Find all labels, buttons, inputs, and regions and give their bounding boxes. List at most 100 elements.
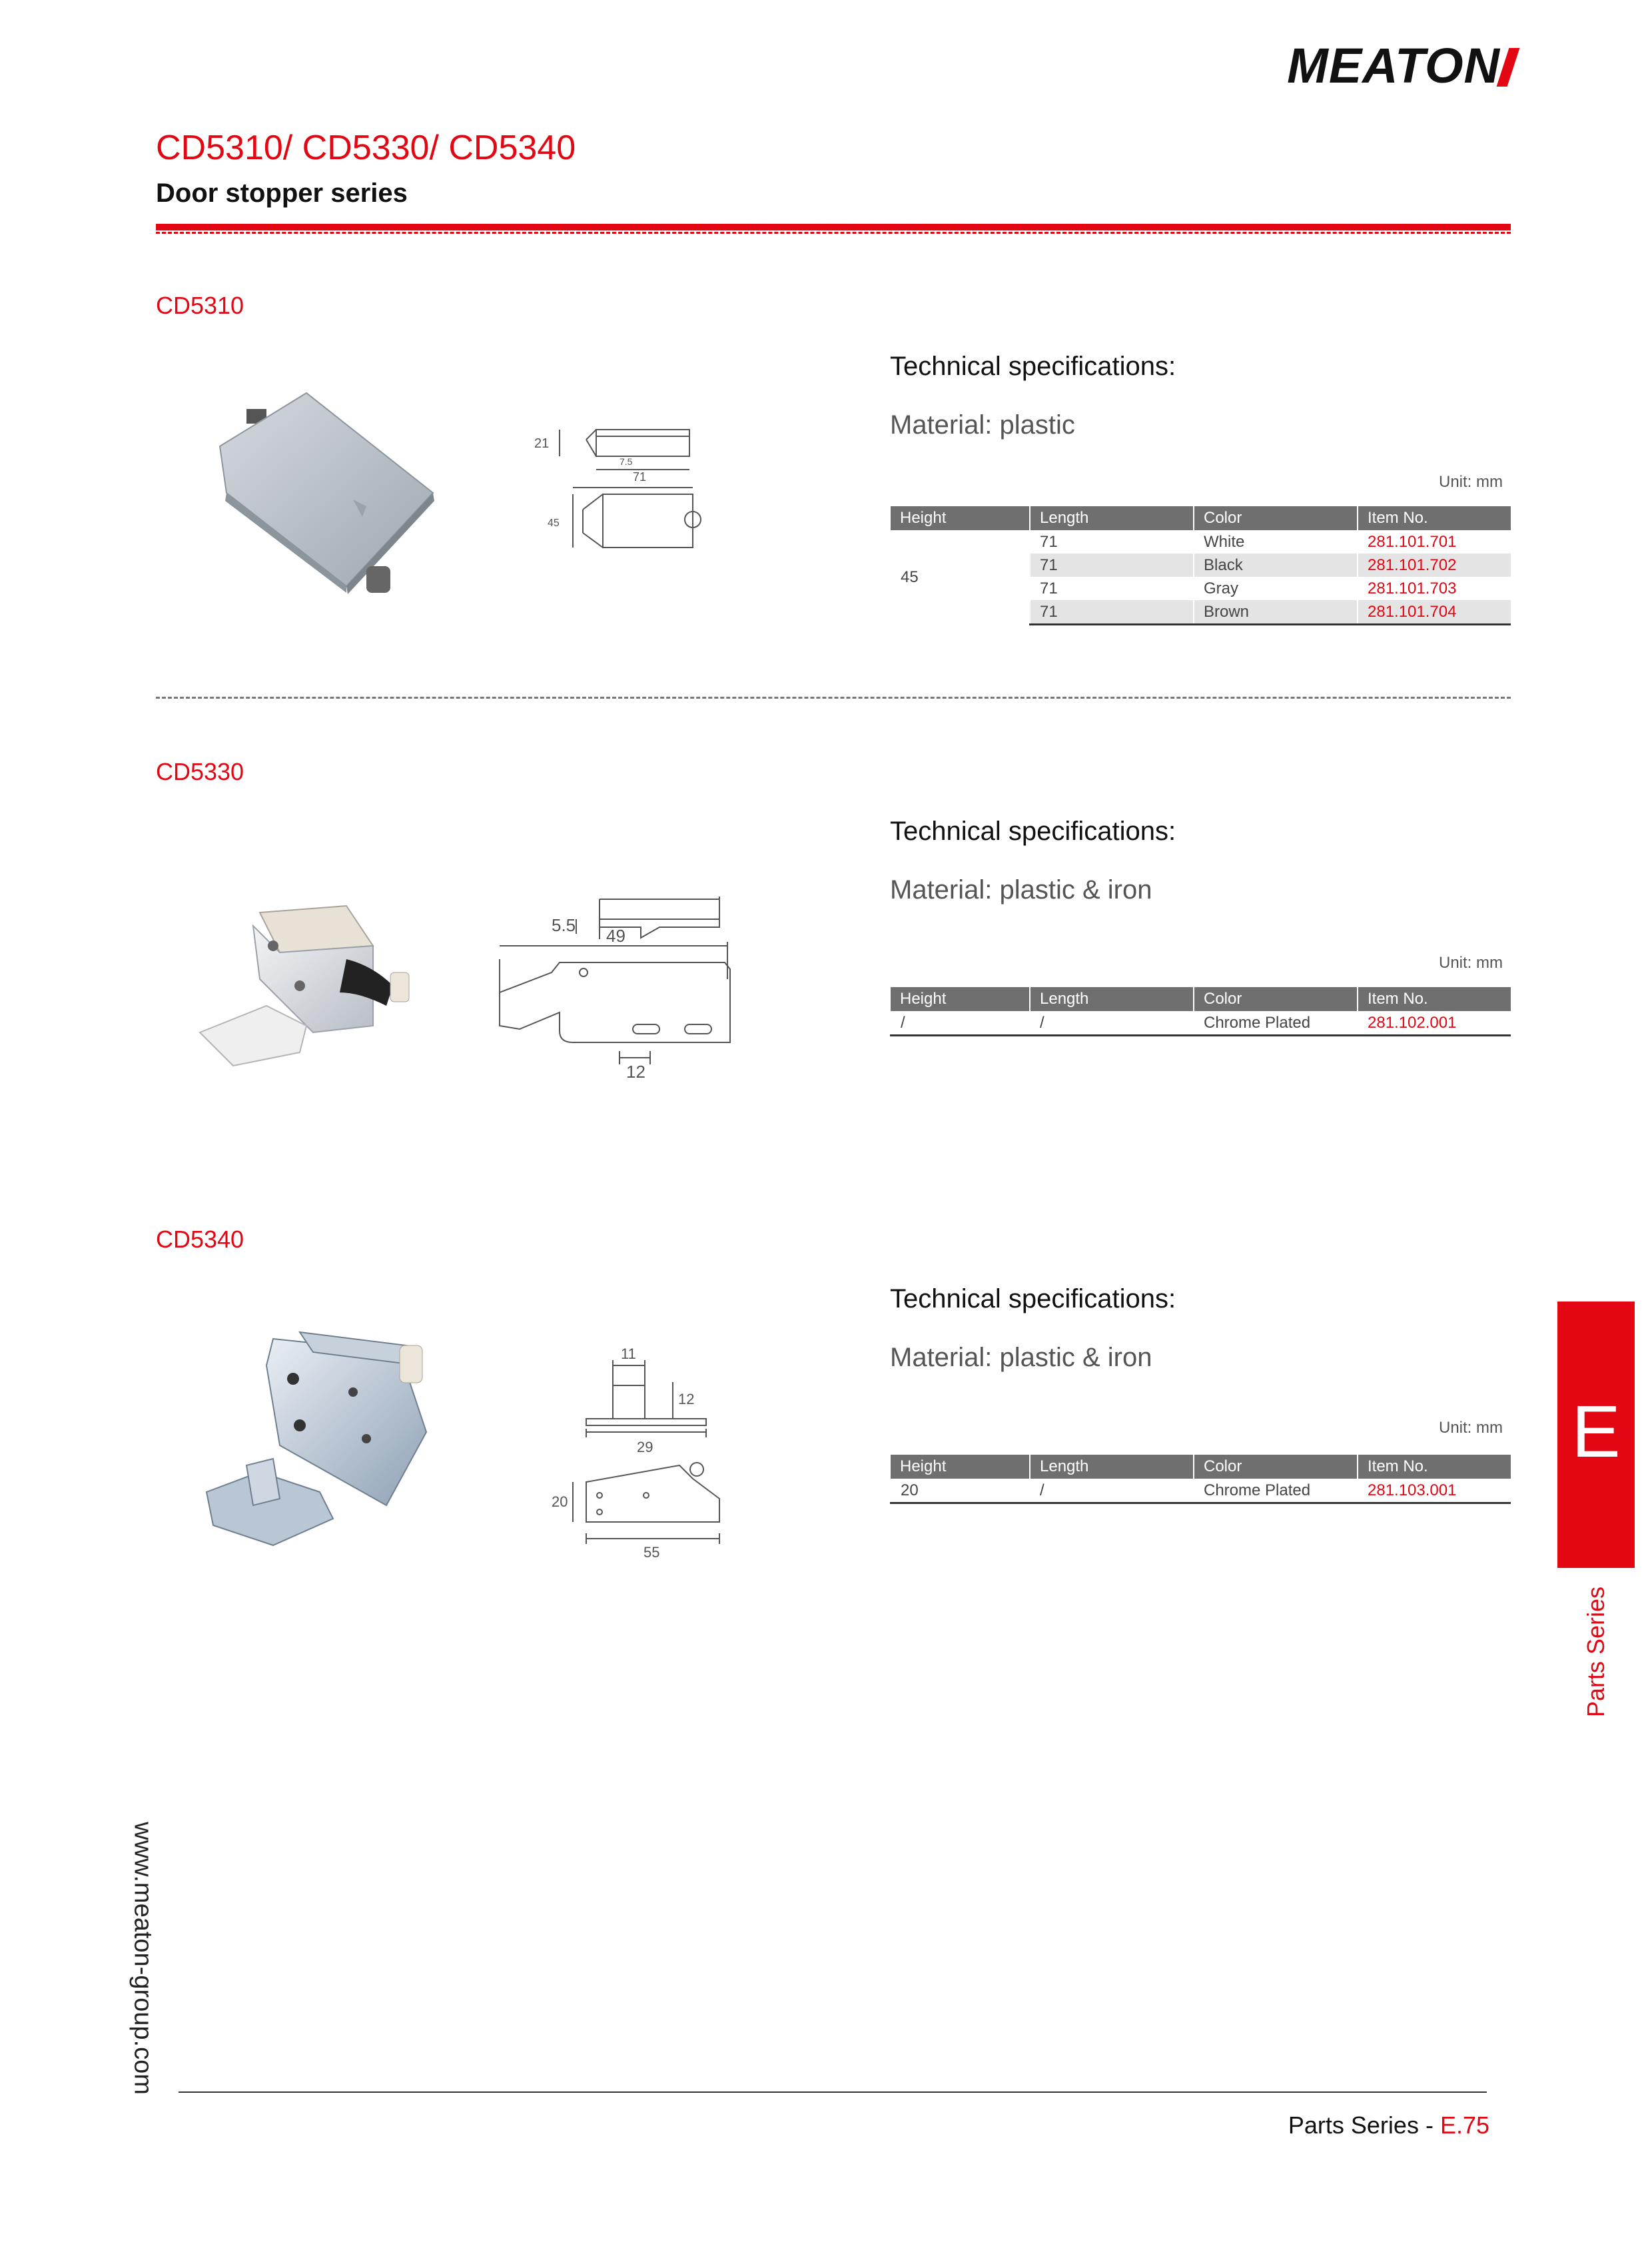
col-length: Length <box>1029 987 1194 1011</box>
screw <box>287 1373 299 1385</box>
table-row: 20 / Chrome Plated 281.103.001 <box>890 1479 1511 1504</box>
footer-page-label: Parts Series - E.75 <box>1288 2111 1489 2139</box>
dim-label: 45 <box>548 518 560 529</box>
table-header-row: Height Length Color Item No. <box>891 1455 1511 1479</box>
strike-plate <box>199 1004 308 1067</box>
material-cd5330: Material: plastic & iron <box>890 875 1152 905</box>
strike-hook <box>245 1457 281 1507</box>
section-divider <box>156 697 1511 699</box>
dim-label: 55 <box>643 1544 659 1561</box>
screw <box>348 1387 358 1397</box>
dim-top-view <box>596 429 690 457</box>
roller <box>399 1345 423 1383</box>
dimension-drawing-cd5330: 5.5 49 12 <box>499 897 731 1082</box>
roller-bottom <box>366 566 390 593</box>
col-color: Color <box>1193 1455 1358 1479</box>
material-cd5310: Material: plastic <box>890 410 1075 440</box>
col-height: Height <box>891 506 1030 530</box>
dim-body-outline <box>586 1464 720 1523</box>
side-tab <box>1557 1302 1635 1568</box>
item-no-cell: 281.101.701 <box>1357 530 1511 554</box>
side-tab-caption: Parts Series <box>1582 1586 1609 1718</box>
dimension-drawing-cd5340: 11 12 29 20 55 <box>552 1345 720 1561</box>
stopper-edge <box>225 493 346 593</box>
item-no-cell: 281.102.001 <box>1357 1011 1511 1036</box>
rubber-part <box>340 959 393 1006</box>
screw <box>294 1419 306 1431</box>
dim-label: 5.5 <box>552 915 576 935</box>
dim-label: 20 <box>552 1493 568 1510</box>
dimension-drawing-cd5310: 21 71 7.5 45 <box>534 429 701 548</box>
color-cell: White <box>1193 530 1358 554</box>
side-tab-letter: E <box>1571 1391 1621 1473</box>
col-height: Height <box>891 987 1030 1011</box>
length-cell: / <box>1029 1011 1194 1036</box>
dim-front-view <box>602 494 693 548</box>
length-cell: 71 <box>1029 554 1194 577</box>
product-photo-cd5310 <box>218 392 434 594</box>
spec-table-cd5340: Height Length Color Item No. 20 / Chrome… <box>890 1455 1511 1504</box>
table-row: / / Chrome Plated 281.102.001 <box>890 1011 1511 1036</box>
length-cell: 71 <box>1029 600 1194 625</box>
length-cell: 71 <box>1029 530 1194 554</box>
col-item-no: Item No. <box>1357 506 1511 530</box>
unit-cd5340: Unit: mm <box>1439 1419 1503 1437</box>
material-cd5340: Material: plastic & iron <box>890 1343 1152 1372</box>
item-no-cell: 281.103.001 <box>1357 1479 1511 1504</box>
section-label-cd5310: CD5310 <box>156 292 244 319</box>
footer-page-number: 75 <box>1462 2111 1489 2139</box>
dim-top-part <box>599 919 720 939</box>
item-no-cell: 281.101.702 <box>1357 554 1511 577</box>
dim-label: 21 <box>534 436 549 451</box>
dim-label: 12 <box>678 1391 694 1407</box>
product-photo-cd5330 <box>199 905 410 1067</box>
dim-top-block <box>612 1385 645 1419</box>
length-cell: 71 <box>1029 577 1194 600</box>
col-height: Height <box>891 1455 1030 1479</box>
dim-body-outline <box>499 962 731 1043</box>
col-color: Color <box>1193 506 1358 530</box>
header-rule <box>156 224 1511 230</box>
color-cell: Chrome Plated <box>1193 1479 1358 1504</box>
col-item-no: Item No. <box>1357 987 1511 1011</box>
length-cell: / <box>1029 1479 1194 1504</box>
brand-logo: MEATON <box>1287 37 1520 94</box>
screw <box>294 980 305 991</box>
spec-title-cd5310: Technical specifications: <box>890 352 1176 381</box>
table-row: 45 71 White 281.101.701 <box>890 530 1511 625</box>
roller <box>390 972 410 1002</box>
col-length: Length <box>1029 1455 1194 1479</box>
dim-label: 11 <box>621 1345 636 1362</box>
section-label-cd5340: CD5340 <box>156 1226 244 1253</box>
unit-cd5330: Unit: mm <box>1439 954 1503 972</box>
header-dashed-rule <box>156 232 1511 234</box>
product-photo-cd5340 <box>205 1331 428 1547</box>
unit-cd5310: Unit: mm <box>1439 473 1503 491</box>
item-no-cell: 281.101.704 <box>1357 600 1511 625</box>
height-cell: / <box>890 1011 1030 1036</box>
footer-letter: E. <box>1440 2111 1463 2139</box>
table-header-row: Height Length Color Item No. <box>891 987 1511 1011</box>
logo-text: MEATON <box>1287 38 1500 93</box>
col-color: Color <box>1193 987 1358 1011</box>
screw <box>362 1434 371 1443</box>
col-length: Length <box>1029 506 1194 530</box>
footer-prefix: Parts Series - <box>1288 2111 1440 2139</box>
spec-table-cd5330: Height Length Color Item No. / / Chrome … <box>890 987 1511 1036</box>
item-no-cell: 281.101.703 <box>1357 577 1511 600</box>
height-cell: 20 <box>890 1479 1030 1504</box>
table-header-row: Height Length Color Item No. <box>891 506 1511 530</box>
col-item-no: Item No. <box>1357 1455 1511 1479</box>
stopper-body <box>252 924 374 1034</box>
website-url: www.meaton-group.com <box>129 1822 157 2095</box>
height-cell-merged: 45 <box>890 530 1030 625</box>
spec-table-cd5310: Height Length Color Item No. 45 71 White… <box>890 506 1511 625</box>
table-row: 71 Black 281.101.702 <box>891 554 1511 577</box>
table-row: 71 Gray 281.101.703 <box>891 577 1511 600</box>
dim-label: 12 <box>626 1062 645 1082</box>
dim-top-base <box>586 1418 707 1426</box>
color-cell: Chrome Plated <box>1193 1011 1358 1036</box>
table-row: 71 Brown 281.101.704 <box>891 600 1511 625</box>
footer-rule <box>179 2091 1487 2093</box>
spec-title-cd5330: Technical specifications: <box>890 817 1176 846</box>
